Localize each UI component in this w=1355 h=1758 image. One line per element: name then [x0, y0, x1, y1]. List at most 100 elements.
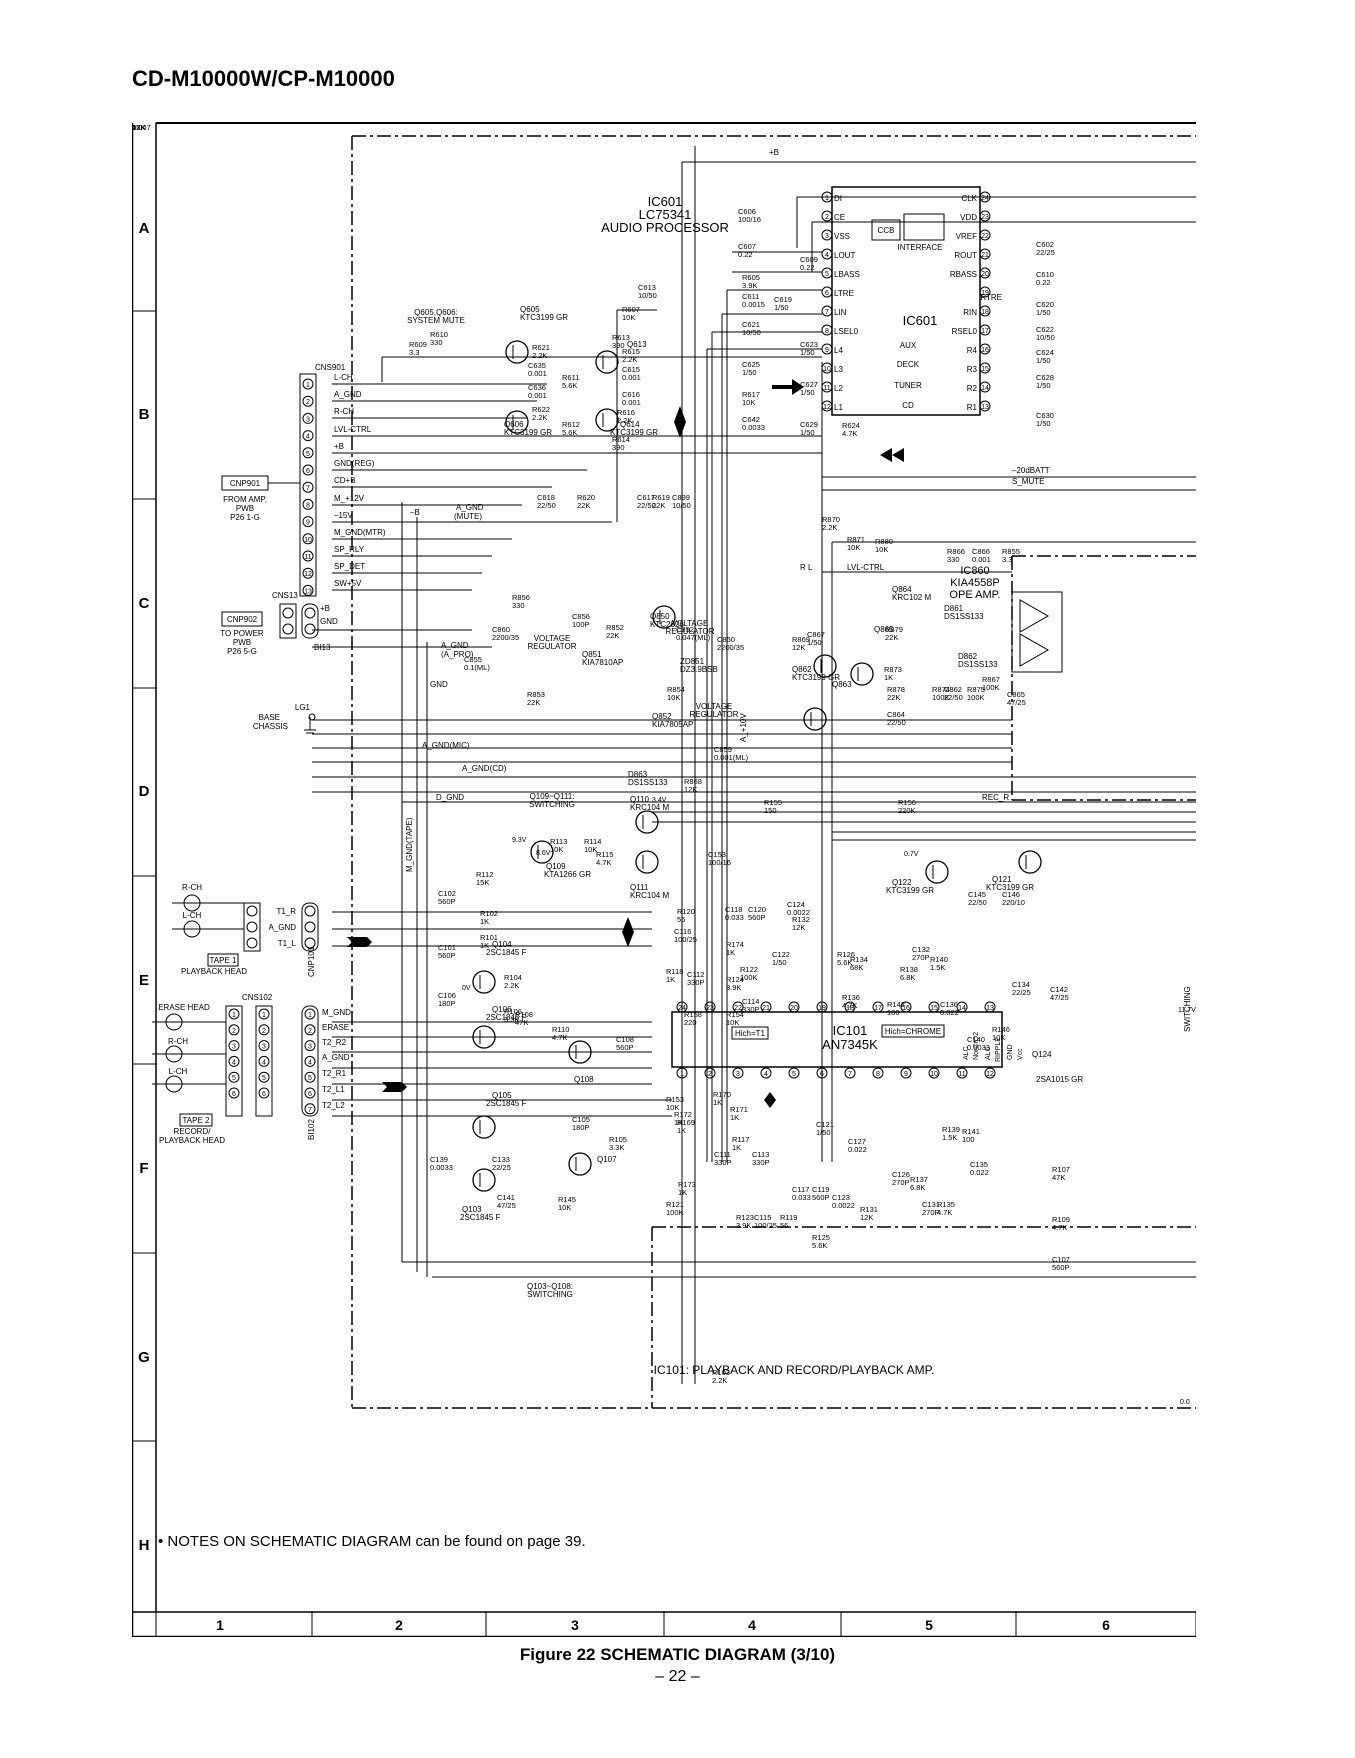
- component-value: 560P: [616, 1043, 634, 1052]
- transistor-label: Q851: [582, 650, 602, 659]
- pin-number: 9: [825, 347, 829, 354]
- connector-pin-label: L-CH: [334, 373, 353, 382]
- component-value: 5.6K: [812, 1241, 827, 1250]
- ic601-pin: CE: [834, 213, 845, 222]
- component-value: 4.7K: [842, 429, 857, 438]
- component-value: 3.3K: [504, 1015, 519, 1024]
- component-value: 1/50: [774, 303, 789, 312]
- head-title: TAPE 1: [210, 956, 238, 965]
- schematic-notes: • NOTES ON SCHEMATIC DIAGRAM can be foun…: [158, 1533, 586, 1550]
- transistor-symbol: [505, 340, 529, 364]
- component-value: 10/50: [742, 328, 761, 337]
- pin-number-circle: [984, 1001, 996, 1013]
- pin-number-circle: [302, 533, 314, 545]
- component-ref: C139: [430, 1155, 448, 1164]
- component-ref: C617: [637, 493, 655, 502]
- component-value: 0.22: [738, 250, 753, 259]
- component-ref: C141: [497, 1193, 515, 1202]
- pin-number-circle: [821, 305, 833, 317]
- col-label: 4: [748, 1617, 756, 1633]
- ic860-ref: IC860: [960, 565, 989, 577]
- diode-label: DZ3.9BSB: [680, 665, 718, 674]
- component-value: 1/50: [800, 388, 815, 397]
- component-value: 56: [780, 1221, 788, 1230]
- component-value: 0.22: [1036, 278, 1051, 287]
- component-value: 1.5K: [930, 963, 945, 972]
- component-value: 22K: [652, 501, 665, 510]
- component-value: 100: [887, 1008, 900, 1017]
- grid-frame: [132, 122, 1196, 1637]
- transistor-label: 2SC1845 F: [486, 948, 527, 957]
- component-value: 1/50: [807, 638, 822, 647]
- pin-number-circle: [979, 210, 991, 222]
- component-ref: C122: [772, 950, 790, 959]
- transistor-symbols: [472, 340, 1042, 1192]
- component-ref: R875: [967, 685, 985, 694]
- component-ref: R619: [652, 493, 670, 502]
- pin-number-circle: [302, 395, 314, 407]
- net-label: D_GND: [436, 793, 464, 802]
- component-ref: C628: [1036, 373, 1054, 382]
- component-ref: R167: [132, 122, 150, 124]
- component-ref: C136: [940, 1000, 958, 1009]
- pin-number: 12: [304, 571, 312, 578]
- component-value: 3.9K: [742, 281, 757, 290]
- component-ref: C602: [1036, 240, 1054, 249]
- component-ref: R103: [712, 1368, 730, 1377]
- component-ref: C145: [968, 890, 986, 899]
- component-ref: C864: [887, 710, 905, 719]
- component-ref: C635: [528, 361, 546, 370]
- transistor-symbol: [530, 840, 554, 864]
- transistor-label: KTC3199 GR: [886, 886, 934, 895]
- component-value: 560P: [812, 1193, 830, 1202]
- connector-pin-label: A_GND: [322, 1053, 350, 1062]
- row-letters: A B C D E F G H: [138, 220, 150, 1554]
- ic601-pin: CLK: [961, 194, 977, 203]
- component-value: 47K: [132, 123, 145, 132]
- transistor-label: KTC2026: [650, 620, 684, 629]
- transistor-label: Q110: [630, 795, 650, 804]
- component-ref: R115: [596, 850, 613, 859]
- pin-number: 12: [823, 404, 831, 411]
- pin-number-circle: [821, 343, 833, 355]
- component-ref: C112: [687, 970, 704, 979]
- component-ref: R605: [742, 273, 760, 282]
- row-label: D: [139, 783, 150, 800]
- ic601-function: AUDIO PROCESSOR: [601, 220, 729, 235]
- transistor-label: Q852: [652, 712, 672, 721]
- transistor-label: KRC104 M: [630, 891, 669, 900]
- col-label: 2: [395, 1617, 403, 1633]
- pin-number: 17: [874, 1005, 882, 1012]
- pin-number-circle: [304, 1040, 316, 1052]
- pin-number: 20: [790, 1005, 798, 1012]
- head-channel-label: R-CH: [182, 883, 202, 892]
- pin-number-circle: [928, 1001, 940, 1013]
- section-label: VOLTAGE: [696, 702, 733, 711]
- pin-number-circle: [979, 400, 991, 412]
- component-value: 1/50: [800, 348, 815, 357]
- transistor-label: KTC3199 GR: [792, 673, 840, 682]
- connector-pin-label: T2_R1: [322, 1069, 347, 1078]
- pin-number: 13: [986, 1005, 994, 1012]
- pin-number-circle: [228, 1087, 240, 1099]
- component-ref: C113: [752, 1150, 769, 1159]
- pin-number: 6: [308, 1091, 312, 1098]
- ic601-part: LC75341: [639, 207, 692, 222]
- board-outline: [351, 135, 1196, 1409]
- pin-number-circle: [302, 447, 314, 459]
- ic601-block-label: CD: [902, 401, 914, 410]
- pin-number-circle: [821, 210, 833, 222]
- component-value: 6.8K: [900, 973, 915, 982]
- component-ref: C862: [944, 685, 962, 694]
- component-value: 1/50: [800, 428, 815, 437]
- pin-number: 2: [306, 399, 310, 406]
- pin-number-circle: [821, 286, 833, 298]
- component-ref: R856: [512, 593, 530, 602]
- pin-number-circle: [821, 381, 833, 393]
- component-value: 100/25: [754, 1221, 777, 1230]
- component-ref: C642: [742, 415, 760, 424]
- voltage-label: 0.0: [1180, 1399, 1190, 1406]
- section-label: REGULATOR: [527, 642, 576, 651]
- component-ref: C607: [738, 242, 756, 251]
